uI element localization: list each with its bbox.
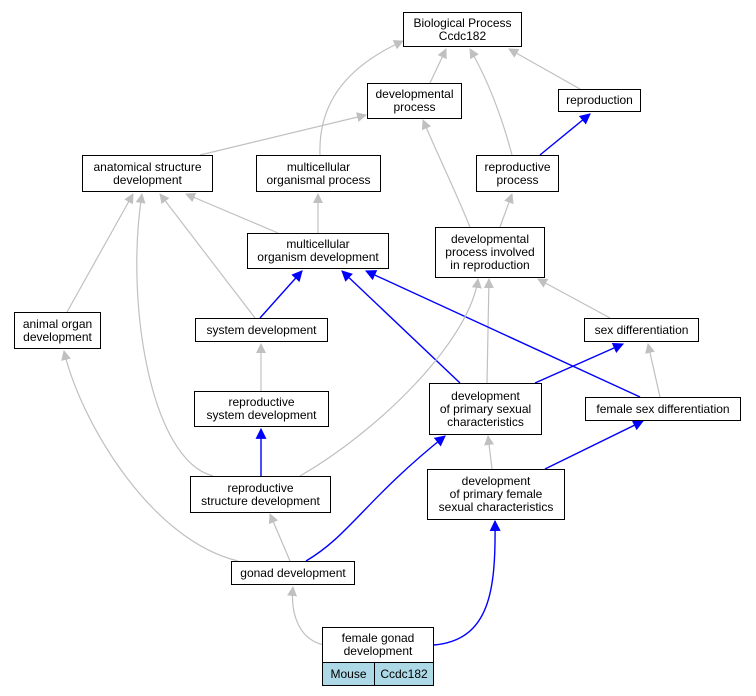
edge-reproductive-process-to-biological-process (469, 48, 513, 156)
node-multicellular-organismal-process[interactable]: multicellular organismal process (256, 155, 381, 192)
edge-gonad-development-to-reproductive-structure-development (268, 513, 291, 562)
edge-development-of-primary-female-sexual-characteristics-to-development-of-primary-sexual-characteristics (484, 435, 495, 470)
species-tag: Mouse (323, 663, 374, 685)
node-female-gonad-development[interactable]: female gonad development (322, 627, 434, 663)
node-reproduction[interactable]: reproduction (558, 89, 641, 112)
edge-multicellular-organismal-process-to-biological-process (319, 40, 404, 156)
node-reproductive-system-development[interactable]: reproductive system development (194, 391, 329, 427)
node-developmental-process[interactable]: developmental process (367, 83, 462, 119)
edge-reproductive-structure-development-to-developmental-process-involved-in-reproduction (299, 278, 482, 477)
node-sex-differentiation[interactable]: sex differentiation (584, 318, 699, 342)
edge-developmental-process-to-biological-process (429, 48, 447, 84)
edge-female-sex-differentiation-to-sex-differentiation (645, 343, 661, 398)
edge-gonad-development-to-animal-organ-development (61, 350, 239, 562)
edge-anatomical-structure-development-to-developmental-process (199, 112, 367, 156)
node-system-development[interactable]: system development (195, 318, 328, 342)
edge-developmental-process-involved-in-reproduction-to-developmental-process (421, 119, 471, 228)
gene-tag-row: Mouse Ccdc182 (322, 663, 434, 686)
node-animal-organ-development[interactable]: animal organ development (14, 312, 101, 349)
edge-system-development-to-multicellular-organism-development (259, 270, 303, 319)
edge-reproductive-process-to-reproduction (539, 113, 591, 156)
edge-reproductive-structure-development-to-anatomical-structure-development (135, 193, 214, 477)
node-reproductive-process[interactable]: reproductive process (476, 155, 559, 192)
node-development-of-primary-sexual-characteristics[interactable]: development of primary sexual characteri… (429, 383, 542, 435)
edge-development-of-primary-sexual-characteristics-to-sex-differentiation (534, 342, 625, 384)
edge-development-of-primary-sexual-characteristics-to-developmental-process-involved-in-reproduction (483, 278, 494, 384)
edge-sex-differentiation-to-developmental-process-involved-in-reproduction (537, 278, 611, 319)
edge-female-sex-differentiation-to-multicellular-organism-development (365, 270, 641, 398)
node-gonad-development[interactable]: gonad development (231, 561, 355, 585)
edge-multicellular-organism-development-to-anatomical-structure-development (185, 192, 279, 234)
edge-development-of-primary-sexual-characteristics-to-multicellular-organism-development (341, 270, 461, 384)
node-anatomical-structure-development[interactable]: anatomical structure development (82, 155, 213, 192)
edge-female-gonad-development-to-gonad-development (287, 586, 325, 646)
node-reproductive-structure-development[interactable]: reproductive structure development (190, 476, 331, 513)
edge-female-gonad-development-to-development-of-primary-female-sexual-characteristics (433, 519, 501, 646)
edge-reproduction-to-biological-process (508, 48, 581, 90)
edge-gonad-development-to-development-of-primary-sexual-characteristics (305, 435, 446, 562)
node-female-sex-differentiation[interactable]: female sex differentiation (585, 397, 741, 421)
node-multicellular-organism-development[interactable]: multicellular organism development (247, 233, 389, 269)
edge-system-development-to-anatomical-structure-development (159, 193, 256, 319)
node-biological-process[interactable]: Biological Process Ccdc182 (403, 12, 522, 47)
node-developmental-process-involved-in-reproduction[interactable]: developmental process involved in reprod… (435, 227, 545, 278)
edge-animal-organ-development-to-anatomical-structure-development (66, 193, 134, 313)
node-development-of-primary-female-sexual-characteristics[interactable]: development of primary female sexual cha… (427, 469, 565, 520)
gene-tag: Ccdc182 (374, 663, 433, 685)
edge-developmental-process-involved-in-reproduction-to-reproductive-process (499, 193, 514, 228)
edge-development-of-primary-female-sexual-characteristics-to-female-sex-differentiation (544, 420, 644, 470)
